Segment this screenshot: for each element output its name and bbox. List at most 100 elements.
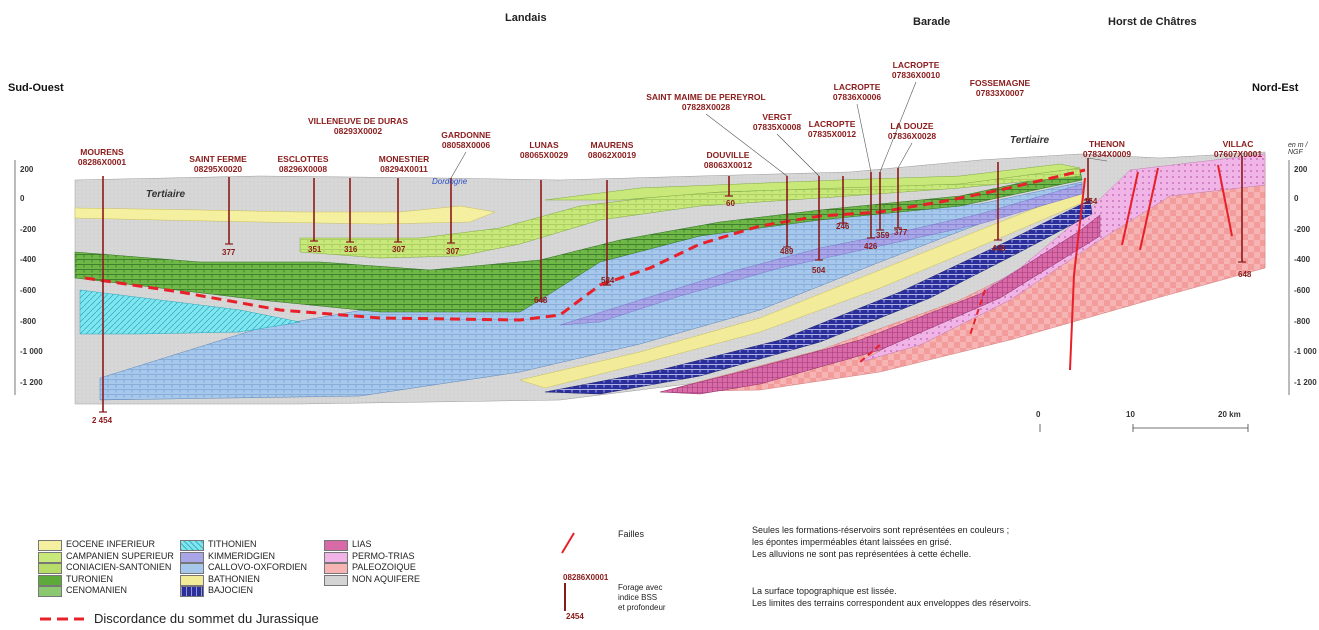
borehole-code: 07835X0008 (752, 122, 802, 132)
borehole-depth: 377 (222, 248, 236, 257)
borehole-depth: 316 (344, 245, 358, 254)
fault-line (1121, 171, 1139, 246)
borehole-code: 08294X0011 (380, 164, 428, 174)
borehole-depth: 154 (1084, 197, 1098, 206)
fault-line (969, 289, 986, 336)
borehole-leader (879, 81, 917, 173)
borehole-name: MONESTIER (378, 154, 430, 164)
borehole-code: 08063X0012 (703, 160, 753, 170)
borehole-depth: 504 (812, 266, 826, 275)
borehole-name: SAINT FERME (189, 154, 247, 164)
borehole-name: FOSSEMAGNE (969, 78, 1031, 88)
fault-legend-swatch (561, 532, 575, 554)
borehole-depth: 359 (876, 231, 890, 240)
borehole-lines (99, 81, 1246, 413)
region-barade: Barade (913, 16, 951, 28)
region-horst: Horst de Châtres (1108, 16, 1197, 28)
legend-swatch (180, 540, 204, 551)
borehole-depth: 377 (894, 228, 908, 237)
y-tick-label: 0 (20, 194, 25, 203)
discordance-legend-label: Discordance du sommet du Jurassique (94, 611, 319, 626)
borehole-name: MAURENS (590, 140, 634, 150)
borehole-code: 08058X0006 (441, 140, 491, 150)
legend-item-label: PALEOZOIQUE (352, 562, 416, 572)
borehole-name: DOUVILLE (706, 150, 750, 160)
borehole-code: 07607X0001 (1213, 149, 1263, 159)
borehole-name: GARDONNE (441, 130, 491, 140)
forage-legend-code: 08286X0001 (563, 573, 609, 582)
borehole-leader (897, 142, 913, 169)
legend-swatch (38, 574, 62, 586)
borehole-code: 08065X0029 (519, 150, 569, 160)
y-tick-label: -800 (20, 317, 37, 326)
y-tick-label: -600 (1294, 286, 1311, 295)
forage-legend-swatch (564, 583, 566, 611)
borehole-code: 08062X0019 (587, 150, 637, 160)
legend-swatch (324, 551, 348, 563)
legend-swatch (38, 540, 62, 551)
fault-line (859, 344, 881, 363)
coniacien-layer (544, 163, 1081, 201)
y-tick-label: -1 200 (20, 378, 43, 387)
campanien-layer (299, 167, 1081, 259)
legend-item-label: CONIACIEN-SANTONIEN (66, 562, 172, 572)
discordance-legend-swatch (40, 617, 84, 621)
legend-item-label: CALLOVO-OXFORDIEN (208, 562, 308, 572)
borehole-leader (450, 151, 467, 179)
discordance-line (84, 168, 1086, 322)
borehole-depth: 307 (446, 247, 460, 256)
borehole-depth: 426 (864, 242, 878, 251)
borehole-name: MOURENS (80, 147, 124, 157)
borehole-leader (1087, 157, 1108, 162)
borehole-depth: 584 (601, 276, 615, 285)
borehole-code: 07834X0009 (1082, 149, 1132, 159)
kimmeridgien-layer (559, 183, 1083, 326)
legend-item-label: EOCENE INFERIEUR (66, 539, 156, 549)
borehole-leader (705, 113, 788, 177)
borehole-name: VILLAC (1222, 139, 1254, 149)
y-tick-label: -200 (1294, 225, 1311, 234)
borehole-code: 07833X0007 (975, 88, 1025, 98)
borehole-code: 08296X0008 (278, 164, 328, 174)
y-tick-label: 200 (1294, 165, 1308, 174)
scale-10: 10 (1126, 410, 1135, 419)
legend-item-label: PERMO-TRIAS (352, 550, 415, 561)
borehole-name: LACROPTE (808, 119, 856, 129)
forage-legend-depth: 2454 (566, 612, 584, 621)
scale-0: 0 (1036, 410, 1041, 419)
legend-swatch (180, 574, 204, 586)
legend-swatch (324, 574, 348, 586)
y-tick-label: 200 (20, 165, 34, 174)
borehole-code: 07835X0012 (807, 129, 857, 139)
orientation-left: Sud-Ouest (8, 82, 64, 94)
scale-20: 20 km (1218, 410, 1241, 419)
fault-legend-label: Failles (618, 529, 645, 539)
borehole-depth: 246 (836, 222, 850, 231)
borehole-name: VERGT (762, 112, 792, 122)
borehole-name: ESCLOTTES (277, 154, 329, 164)
borehole-depth: 448 (992, 244, 1006, 253)
y-tick-label: -200 (20, 225, 37, 234)
legend-item-label: LIAS (352, 539, 372, 549)
borehole-depth: 60 (726, 199, 735, 208)
turonien-layer (74, 169, 1083, 313)
bajocien-layer (544, 199, 1093, 395)
y-tick-label: 0 (1294, 194, 1299, 203)
legend-item-label: TITHONIEN (208, 539, 257, 549)
y-tick-label: -1 000 (20, 347, 43, 356)
legend-swatch (38, 586, 62, 597)
